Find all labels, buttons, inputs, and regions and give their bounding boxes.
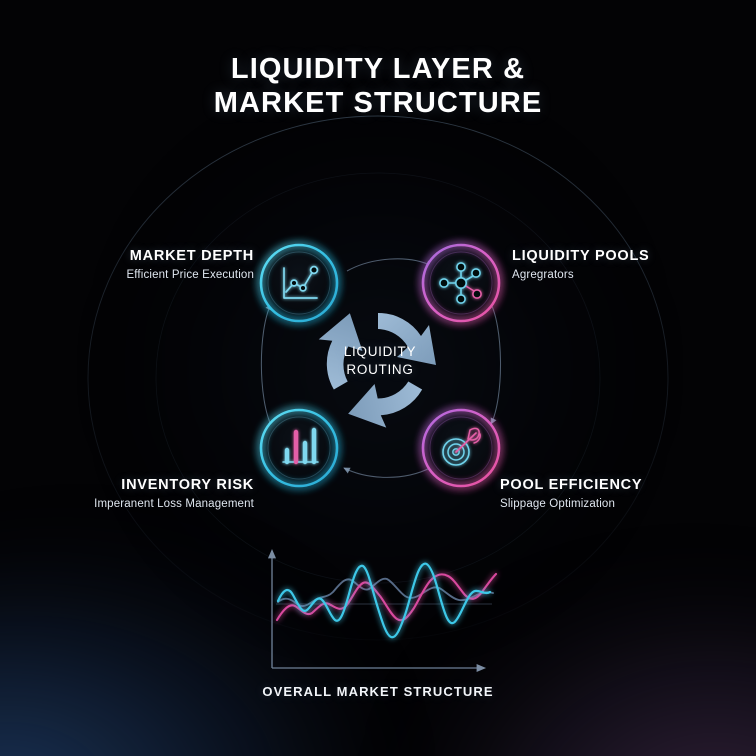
cycle-arrow-right: [348, 381, 423, 428]
node-pool-efficiency-ring: [421, 408, 501, 488]
connector-efficiency-to-risk: [343, 467, 431, 478]
label-market-depth-subtitle: Efficient Price Execution: [126, 269, 254, 281]
node-inventory-risk-inner-ring: [267, 416, 331, 480]
chart-axes: [267, 548, 487, 673]
line-chart-icon: [283, 265, 319, 299]
node-market-depth-ring: [259, 243, 339, 323]
target-dart-icon: [442, 427, 481, 466]
cycle-arrow-left: [318, 313, 363, 390]
node-market-depth[interactable]: [259, 243, 339, 323]
connector-pools-to-efficiency: [488, 299, 502, 425]
node-market-depth-fill: [261, 245, 337, 321]
network-nodes-icon: [439, 262, 482, 304]
label-market-depth: MARKET DEPTH Efficient Price Execution: [18, 248, 254, 281]
node-pool-efficiency[interactable]: [421, 408, 501, 488]
hub-label-line1: LIQUIDITY: [343, 344, 417, 359]
liquidity-routing-cycle: [318, 312, 436, 428]
label-liquidity-pools-subtitle: Agregrators: [512, 269, 574, 281]
page-title: LIQUIDITY LAYER & MARKET STRUCTURE: [0, 52, 756, 120]
label-inventory-risk: INVENTORY RISK Imperanent Loss Managemen…: [18, 477, 254, 510]
chart-series-cyan: [276, 562, 492, 639]
label-market-depth-title: MARKET DEPTH: [129, 248, 254, 264]
node-inventory-risk-ring: [259, 408, 339, 488]
node-market-depth-inner-ring: [267, 251, 331, 315]
cycle-arrow-top: [378, 312, 436, 365]
node-liquidity-pools[interactable]: [421, 243, 501, 323]
connector-arcs: [260, 258, 502, 478]
node-pool-efficiency-inner-ring: [429, 416, 493, 480]
hub-label-line2: ROUTING: [346, 362, 414, 377]
label-pool-efficiency-title: POOL EFFICIENCY: [500, 477, 643, 493]
chart-caption: OVERALL MARKET STRUCTURE: [262, 684, 494, 699]
label-inventory-risk-subtitle: Imperanent Loss Management: [94, 498, 254, 510]
connector-risk-to-depth: [260, 303, 273, 428]
chart-series-magenta: [275, 572, 498, 622]
node-liquidity-pools-inner-ring: [429, 251, 493, 315]
label-liquidity-pools: LIQUIDITY POOLS Agregrators: [512, 248, 752, 281]
label-liquidity-pools-title: LIQUIDITY POOLS: [512, 248, 650, 264]
page-title-line1: LIQUIDITY LAYER &: [230, 53, 526, 85]
label-pool-efficiency: POOL EFFICIENCY Slippage Optimization: [500, 477, 750, 510]
connector-depth-to-pools: [346, 258, 433, 272]
node-inventory-risk[interactable]: [259, 408, 339, 488]
chart-series-steel: [277, 577, 494, 607]
hub-label: LIQUIDITY ROUTING: [318, 343, 442, 379]
page-title-line2: MARKET STRUCTURE: [213, 87, 543, 119]
outer-background-ring: [87, 115, 669, 641]
label-inventory-risk-title: INVENTORY RISK: [121, 477, 254, 493]
node-liquidity-pools-ring: [421, 243, 501, 323]
label-pool-efficiency-subtitle: Slippage Optimization: [500, 498, 616, 510]
bar-chart-icon: [282, 427, 319, 465]
node-inventory-risk-fill: [261, 410, 337, 486]
